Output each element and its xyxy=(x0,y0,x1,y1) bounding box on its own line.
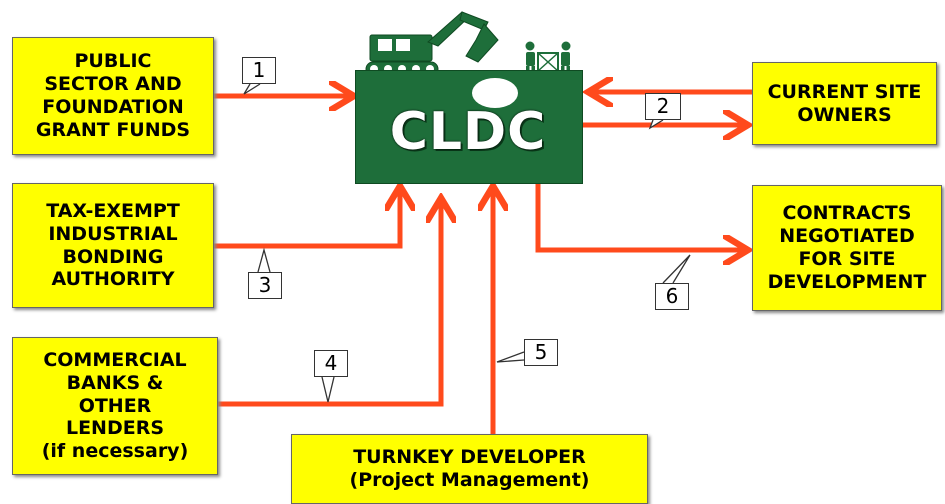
step-number-4: 4 xyxy=(314,350,348,377)
box-text-line: CONTRACTS xyxy=(782,202,912,225)
callout-pointer-1 xyxy=(243,83,261,95)
current-site-owners-box: CURRENT SITE OWNERS xyxy=(752,62,937,145)
arrow-3-tax-to-cldc xyxy=(214,190,400,249)
box-text-line: BANKS & xyxy=(66,371,164,394)
cldc-label: CLDC xyxy=(389,102,547,162)
box-text-line: TURNKEY DEVELOPER xyxy=(353,446,586,469)
box-text-line: PUBLIC xyxy=(74,50,152,73)
box-text-line: DEVELOPMENT xyxy=(767,270,927,293)
arrow-4-banks-to-cldc xyxy=(218,202,441,407)
step-number-5: 5 xyxy=(524,339,558,366)
box-text-line: (Project Management) xyxy=(349,469,590,491)
callout-pointer-5 xyxy=(496,351,525,363)
callout-pointer-4 xyxy=(321,376,335,403)
step-number-2: 2 xyxy=(645,93,681,120)
box-text-line: FOUNDATION xyxy=(42,96,184,118)
cldc-box-notch xyxy=(472,78,518,108)
box-text-line: (if necessary) xyxy=(41,440,189,463)
box-text-line: LENDERS xyxy=(65,417,165,440)
box-text-line: SECTOR AND xyxy=(44,73,182,96)
turnkey-developer-box: TURNKEY DEVELOPER (Project Management) xyxy=(291,434,648,504)
box-text-line: GRANT FUNDS xyxy=(35,118,191,141)
arrow-6-cldc-to-contracts xyxy=(535,182,744,250)
step-number-1: 1 xyxy=(242,57,276,84)
callout-pointer-3 xyxy=(257,247,271,273)
box-text-line: OWNERS xyxy=(797,103,892,126)
excavator-icon xyxy=(365,11,499,77)
step-number-3: 3 xyxy=(248,272,282,299)
contracts-negotiated-box: CONTRACTS NEGOTIATED FOR SITE DEVELOPMEN… xyxy=(752,185,942,311)
box-text-line: OTHER xyxy=(78,394,152,417)
public-sector-grant-funds-box: PUBLIC SECTOR AND FOUNDATION GRANT FUNDS xyxy=(12,37,214,155)
step-number-6: 6 xyxy=(655,283,689,310)
box-text-line: CURRENT SITE xyxy=(767,80,922,103)
box-text-line: TAX-EXEMPT xyxy=(46,199,180,222)
callout-pointer-2 xyxy=(648,119,664,130)
box-text-line: COMMERCIAL xyxy=(43,349,187,371)
callout-pointer-6 xyxy=(662,254,691,284)
box-text-line: NEGOTIATED xyxy=(779,225,915,248)
commercial-banks-lenders-box: COMMERCIAL BANKS & OTHER LENDERS (if nec… xyxy=(12,337,218,475)
box-text-line: AUTHORITY xyxy=(51,268,175,291)
cldc-center-box xyxy=(355,70,583,184)
tax-exempt-bonding-authority-box: TAX-EXEMPT INDUSTRIAL BONDING AUTHORITY xyxy=(12,183,214,308)
box-text-line: INDUSTRIAL xyxy=(48,222,178,245)
box-text-line: FOR SITE xyxy=(798,248,896,270)
box-text-line: BONDING xyxy=(62,245,164,268)
